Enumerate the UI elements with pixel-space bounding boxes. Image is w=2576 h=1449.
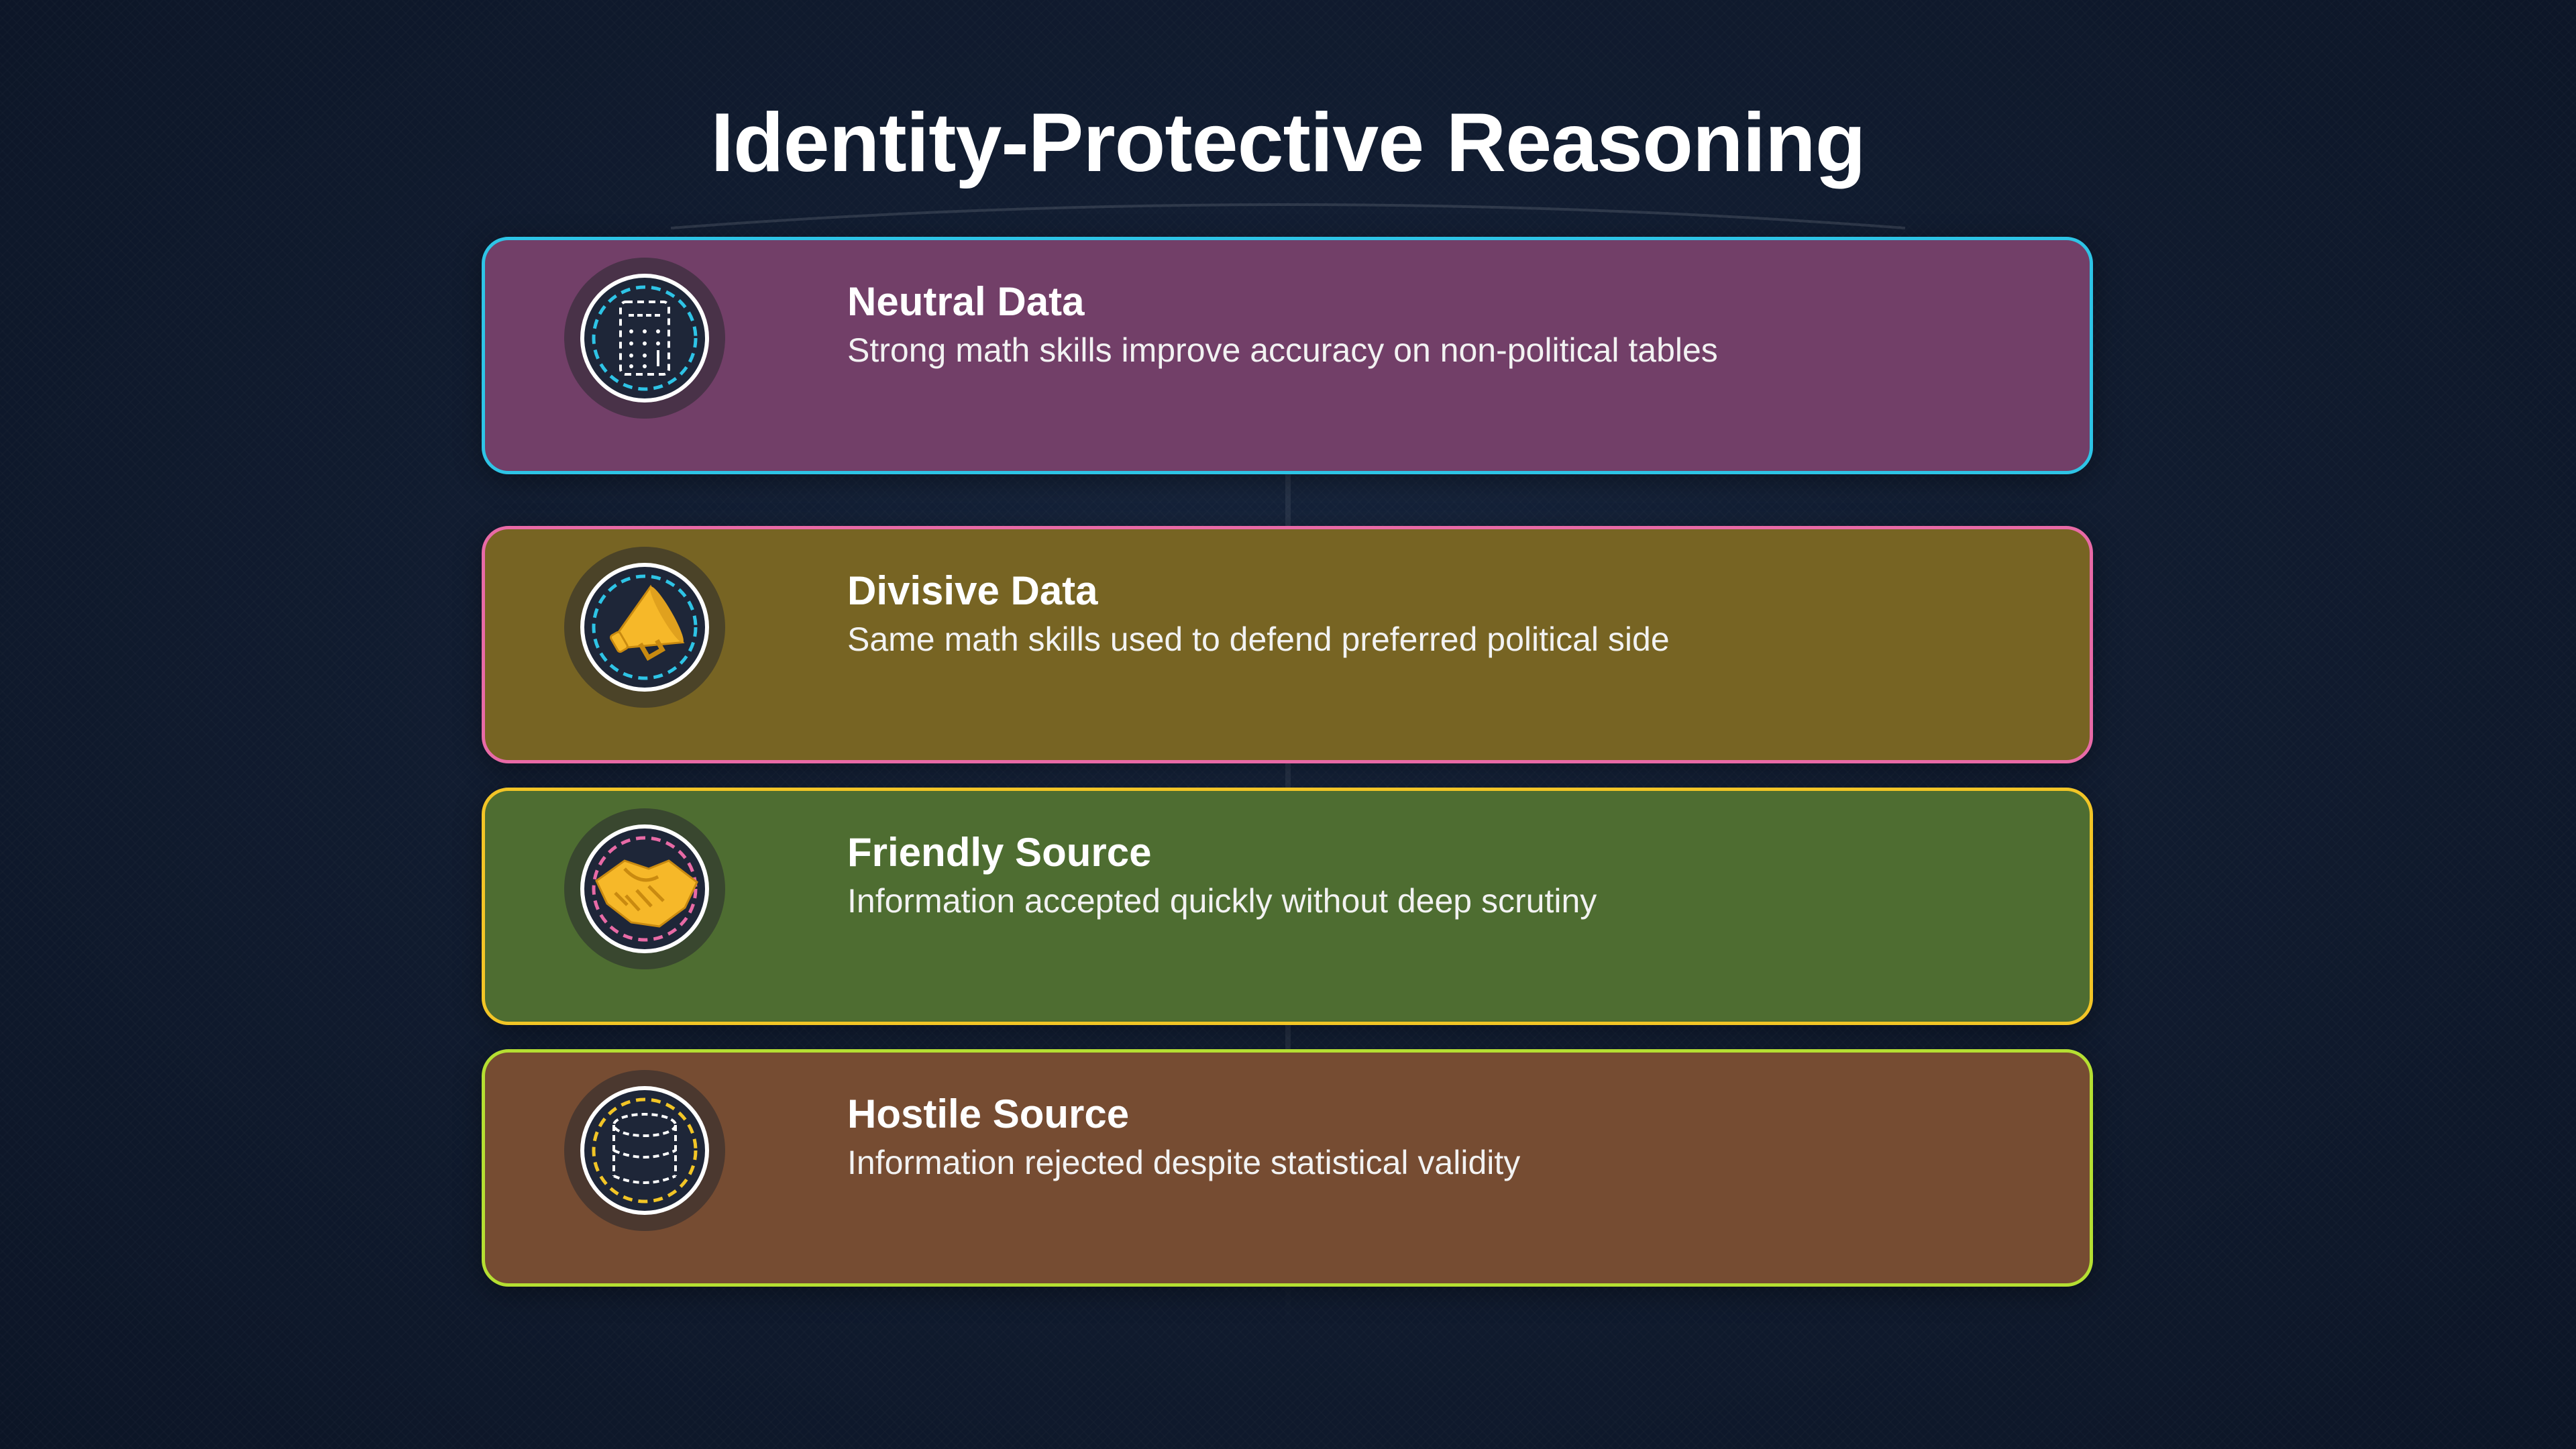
icon-badge — [564, 1070, 725, 1231]
handshake-icon — [592, 836, 698, 942]
card-description: Information rejected despite statistical… — [847, 1144, 1521, 1181]
icon-badge — [564, 808, 725, 969]
calculator-icon — [592, 285, 698, 391]
icon-badge — [564, 547, 725, 708]
card-hostile-source: Hostile Source Information rejected desp… — [482, 1049, 2093, 1287]
card-heading: Divisive Data — [847, 568, 1098, 613]
card-heading: Neutral Data — [847, 279, 1085, 324]
megaphone-icon — [592, 574, 698, 680]
card-heading: Hostile Source — [847, 1091, 1130, 1136]
database-icon — [592, 1097, 698, 1203]
card-neutral-data: Neutral Data Strong math skills improve … — [482, 237, 2093, 474]
icon-badge — [564, 258, 725, 419]
card-divisive-data: Divisive Data Same math skills used to d… — [482, 526, 2093, 763]
card-description: Strong math skills improve accuracy on n… — [847, 331, 1718, 369]
card-description: Same math skills used to defend preferre… — [847, 621, 1670, 658]
card-friendly-source: Friendly Source Information accepted qui… — [482, 788, 2093, 1025]
page-title: Identity-Protective Reasoning — [710, 97, 1866, 189]
card-description: Information accepted quickly without dee… — [847, 882, 1597, 920]
card-heading: Friendly Source — [847, 830, 1152, 875]
